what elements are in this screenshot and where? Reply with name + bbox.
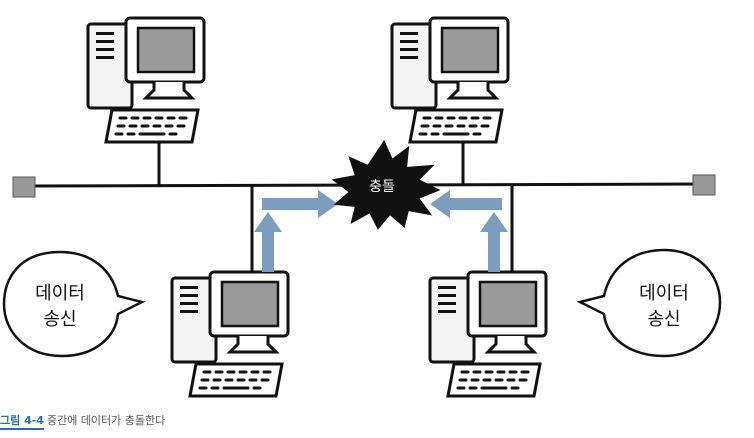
arrow-up-right	[480, 212, 508, 272]
collision-burst	[331, 139, 441, 230]
right-terminator	[692, 174, 716, 196]
right-bubble-line2: 송신	[647, 309, 680, 330]
right-speech-bubble	[576, 248, 722, 358]
left-bubble-line1: 데이터	[35, 283, 85, 304]
arrow-left-right	[430, 190, 502, 218]
computer-bottom-left	[170, 270, 290, 398]
arrow-right-left	[262, 190, 338, 218]
right-bubble-line1: 데이터	[639, 283, 689, 304]
figure-caption-text: 중간에 데이터가 충돌한다	[46, 414, 166, 427]
figure-number: 그림 4-4	[0, 414, 44, 430]
left-terminator	[12, 176, 36, 198]
collision-label: 충돌	[369, 179, 395, 195]
arrow-up-left	[254, 212, 282, 272]
computer-top-right	[390, 16, 510, 144]
computer-top-left	[86, 16, 206, 144]
computer-bottom-right	[428, 270, 548, 398]
left-speech-bubble	[2, 250, 146, 358]
left-bubble-line2: 송신	[43, 309, 76, 330]
